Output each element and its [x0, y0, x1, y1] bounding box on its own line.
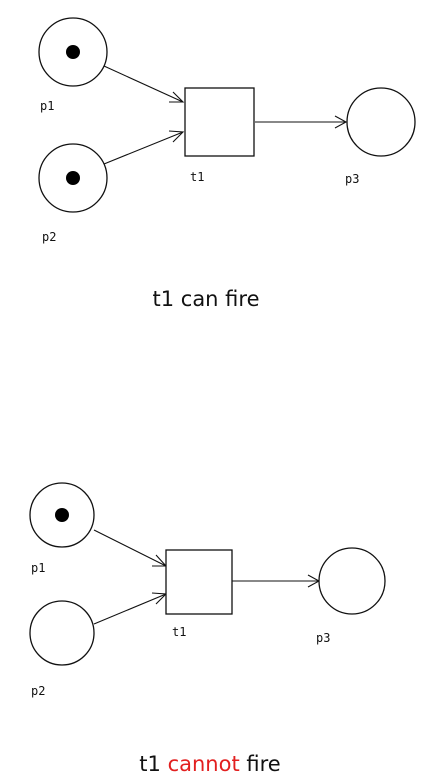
petri-net-top: p1 p2 t1 p3 t1 can fire: [38, 17, 416, 311]
arrowhead-p2-t1: [168, 130, 185, 143]
arc-p2-t1: [93, 593, 167, 625]
arc-p2-t1: [103, 131, 184, 165]
transition-t1: [184, 87, 255, 157]
place-p3: [318, 547, 386, 615]
label-p1: p1: [31, 561, 45, 575]
caption-bottom-prefix: t1: [139, 752, 167, 776]
caption-bottom-highlight: cannot: [168, 752, 240, 776]
token-p1: [55, 508, 69, 522]
token-p2: [66, 171, 80, 185]
place-p3: [346, 87, 416, 157]
transition-t1: [165, 549, 233, 615]
label-t1: t1: [190, 170, 204, 184]
caption-top: t1 can fire: [153, 287, 260, 311]
label-p3: p3: [316, 631, 330, 645]
label-p1: p1: [40, 99, 54, 113]
arc-p1-t1: [103, 65, 184, 103]
arrowhead-p1-t1: [169, 91, 185, 103]
label-t1: t1: [172, 625, 186, 639]
label-p2: p2: [42, 230, 56, 244]
caption-bottom: t1 cannot fire: [139, 752, 280, 776]
arc-p1-t1: [93, 529, 167, 567]
label-p3: p3: [345, 172, 359, 186]
caption-bottom-suffix: fire: [240, 752, 281, 776]
token-p1: [66, 45, 80, 59]
label-p2: p2: [31, 684, 45, 698]
place-p2: [29, 600, 95, 666]
arrowhead-t1-p3: [334, 115, 348, 129]
petri-net-bottom: p1 p2 t1 p3 t1 cannot fire: [29, 482, 386, 776]
